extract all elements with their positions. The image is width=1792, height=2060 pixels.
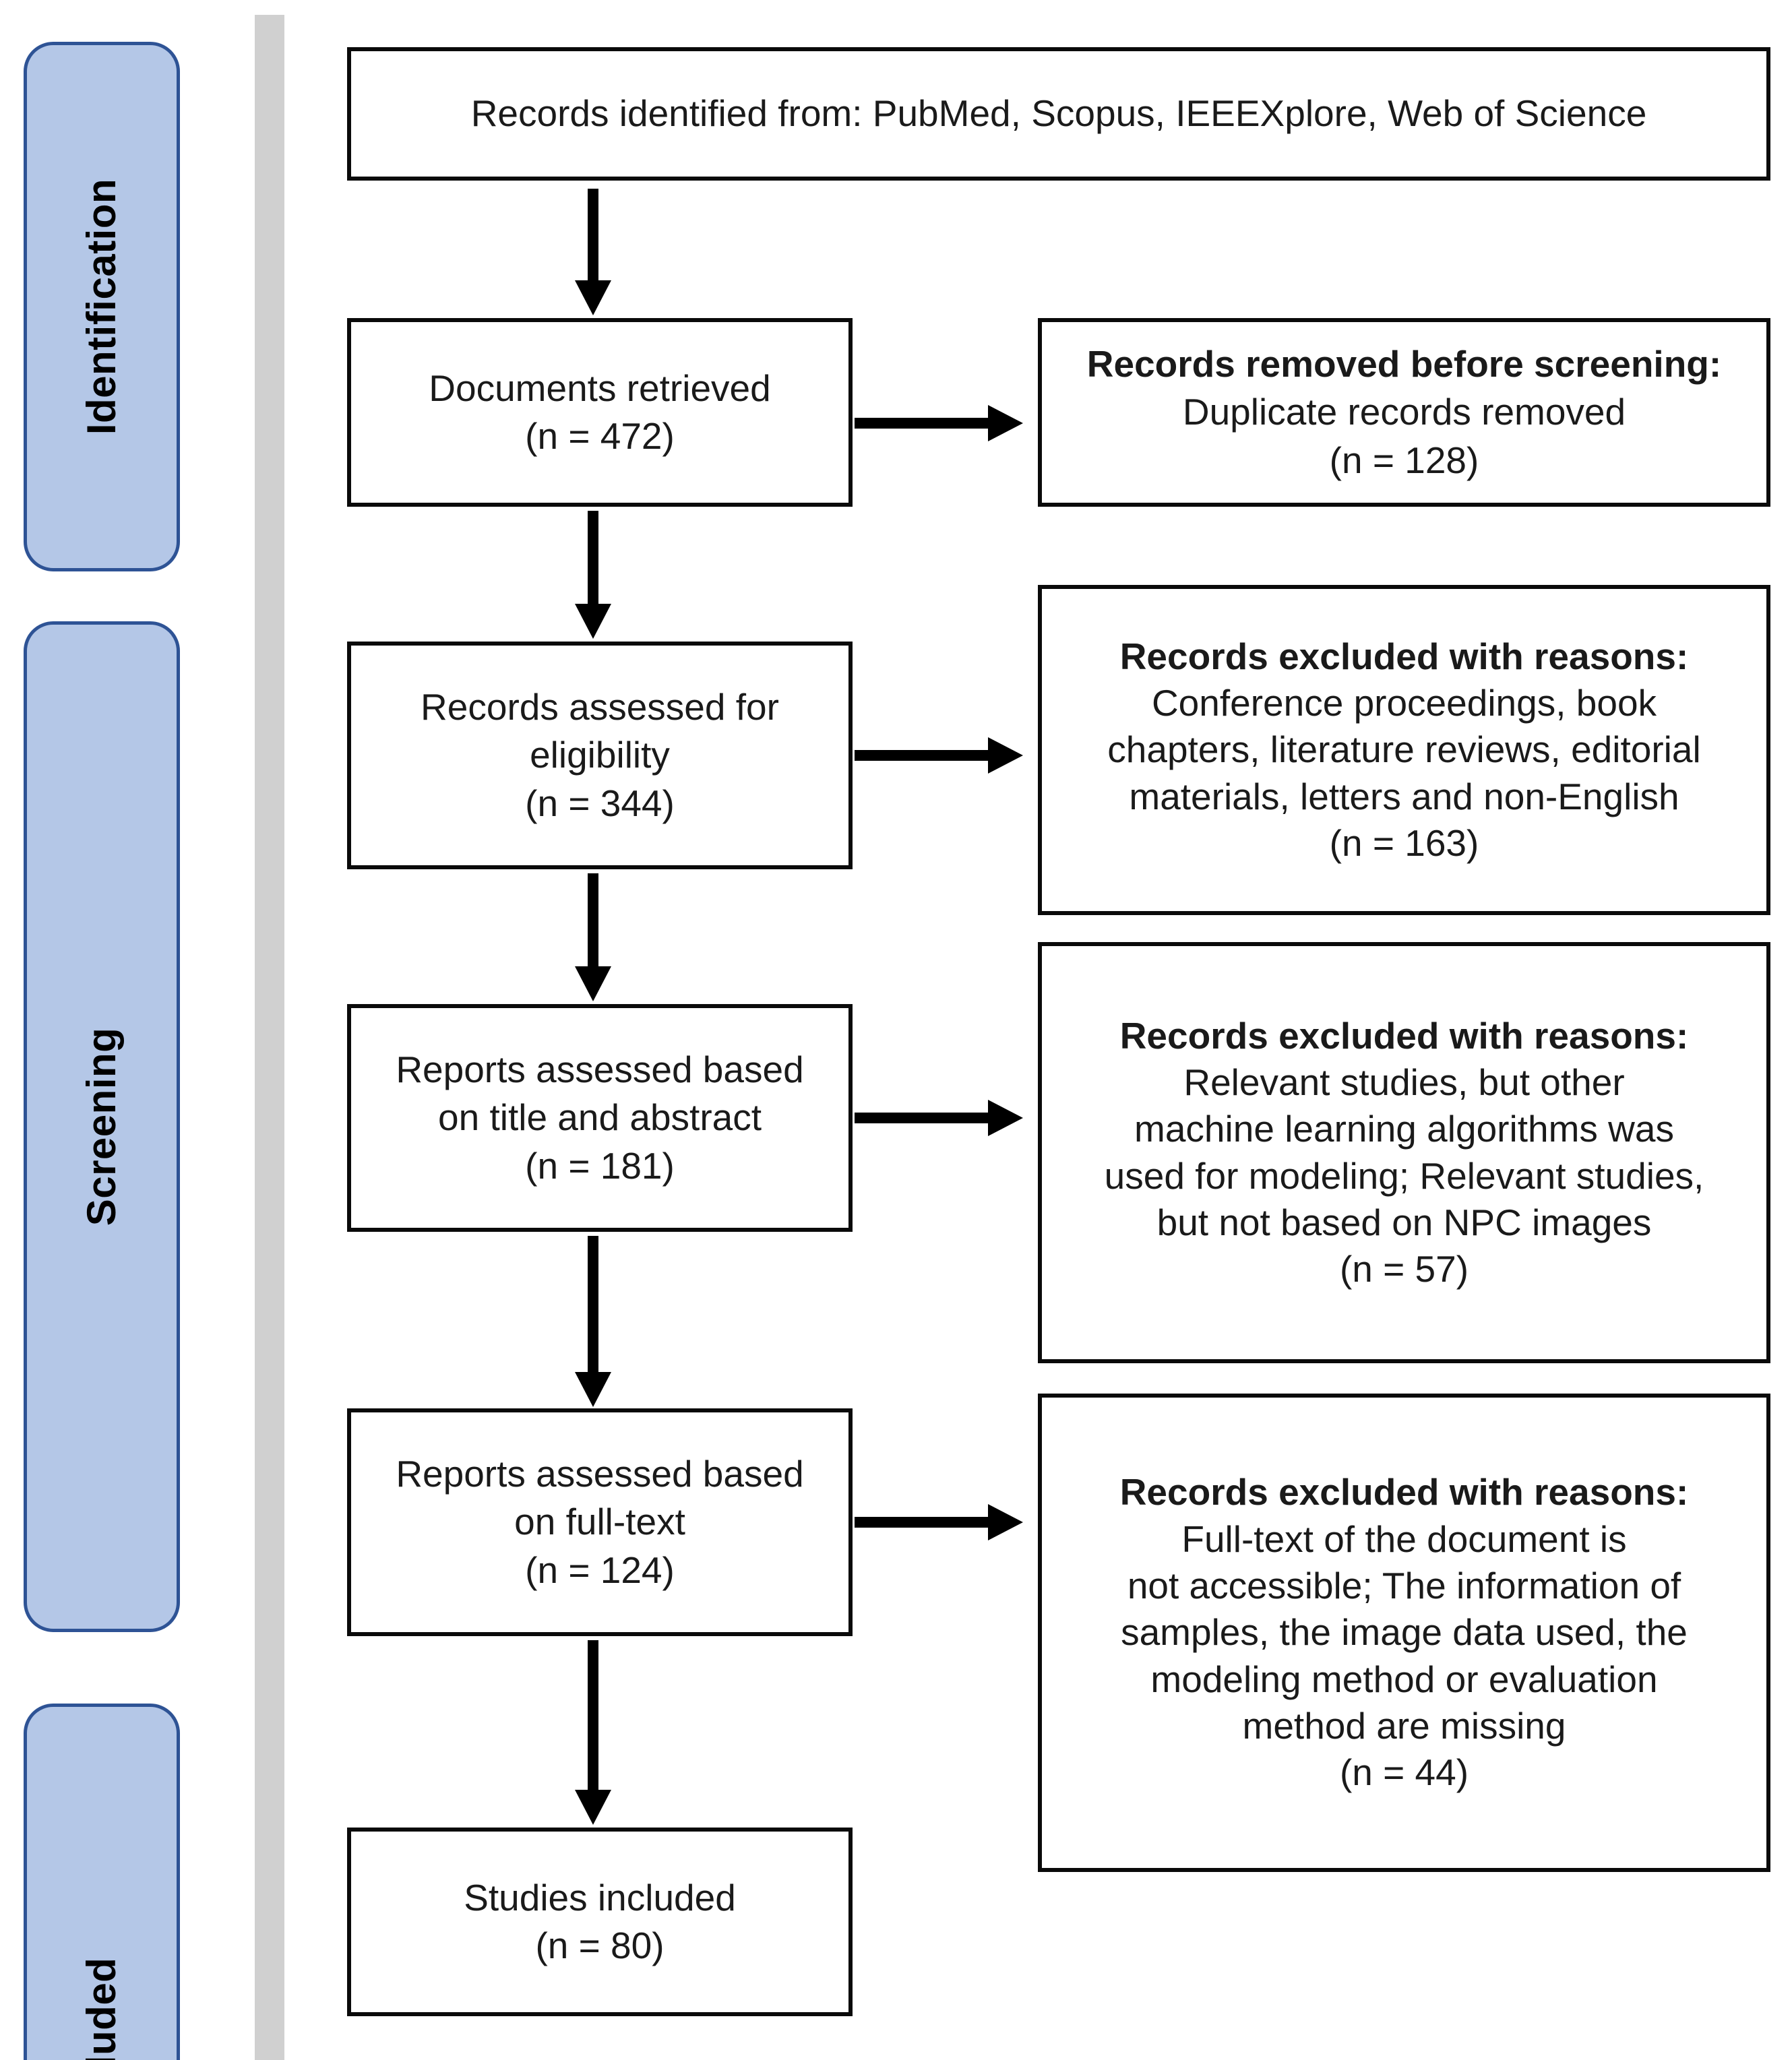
box-line-count: (n = 344) xyxy=(525,782,675,824)
box-records-excluded-title-abstract: Records excluded with reasons: Relevant … xyxy=(1038,942,1770,1363)
stage-spine-divider xyxy=(255,15,284,2060)
box-line: Conference proceedings, book xyxy=(1151,682,1657,724)
arrow-title-abstract-to-excluded xyxy=(855,1099,1023,1137)
box-line: machine learning algorithms was xyxy=(1134,1108,1674,1150)
box-line: modeling method or evaluation xyxy=(1150,1658,1658,1700)
box-line-heading: Records excluded with reasons: xyxy=(1119,1471,1689,1513)
box-line-heading: Records excluded with reasons: xyxy=(1119,1014,1689,1057)
box-line: Reports assessed based xyxy=(396,1048,804,1090)
box-line: on title and abstract xyxy=(437,1096,762,1139)
arrow-eligibility-to-title-abstract xyxy=(574,873,612,1001)
box-records-removed-before-screening: Records removed before screening: Duplic… xyxy=(1038,318,1770,507)
box-reports-assessed-title-abstract: Reports assessed based on title and abst… xyxy=(347,1004,853,1232)
stage-identification-label: Identification xyxy=(79,178,124,435)
box-records-assessed-eligibility: Records assessed for eligibility (n = 34… xyxy=(347,642,853,869)
box-line: Records assessed for xyxy=(421,685,779,728)
arrow-sources-to-retrieved xyxy=(574,189,612,315)
box-line: Full-text of the document is xyxy=(1181,1518,1627,1560)
box-line: Records identified from: PubMed, Scopus,… xyxy=(470,92,1647,135)
box-records-excluded-full-text: Records excluded with reasons: Full-text… xyxy=(1038,1394,1770,1872)
box-line: Studies included xyxy=(464,1876,736,1918)
box-line: method are missing xyxy=(1242,1704,1566,1747)
box-line: Documents retrieved xyxy=(429,367,771,409)
box-line: used for modeling; Relevant studies, xyxy=(1104,1154,1704,1197)
box-line-count: (n = 472) xyxy=(525,415,675,457)
arrow-eligibility-to-excluded xyxy=(855,737,1023,774)
box-records-excluded-eligibility: Records excluded with reasons: Conferenc… xyxy=(1038,585,1770,915)
arrow-title-abstract-to-full-text xyxy=(574,1236,612,1407)
stage-included-label: Included xyxy=(79,1957,124,2060)
box-line: samples, the image data used, the xyxy=(1121,1611,1688,1654)
box-reports-assessed-full-text: Reports assessed based on full-text (n =… xyxy=(347,1408,853,1636)
box-line: eligibility xyxy=(530,734,670,776)
box-line-count: (n = 124) xyxy=(525,1549,675,1591)
box-line-count: (n = 181) xyxy=(525,1144,675,1187)
arrow-retrieved-to-removed xyxy=(855,404,1023,442)
box-studies-included: Studies included (n = 80) xyxy=(347,1828,853,2016)
box-line-heading: Records excluded with reasons: xyxy=(1119,635,1689,677)
box-line: but not based on NPC images xyxy=(1156,1201,1652,1243)
box-line-count: (n = 128) xyxy=(1329,439,1479,481)
stage-screening: Screening xyxy=(24,621,180,1632)
stage-included: Included xyxy=(24,1704,180,2060)
box-line-count: (n = 57) xyxy=(1339,1248,1469,1290)
arrow-retrieved-to-eligibility xyxy=(574,511,612,639)
box-line: Relevant studies, but other xyxy=(1183,1061,1625,1103)
box-line-count: (n = 80) xyxy=(535,1925,665,1966)
arrow-full-text-to-included xyxy=(574,1640,612,1825)
box-line: Duplicate records removed xyxy=(1182,391,1626,433)
box-line-heading: Records removed before screening: xyxy=(1086,342,1722,385)
box-line: Reports assessed based xyxy=(396,1452,804,1495)
box-records-identified: Records identified from: PubMed, Scopus,… xyxy=(347,47,1770,181)
box-line: on full-text xyxy=(514,1501,685,1543)
box-documents-retrieved: Documents retrieved (n = 472) xyxy=(347,318,853,507)
box-line: chapters, literature reviews, editorial xyxy=(1107,728,1701,771)
arrow-full-text-to-excluded xyxy=(855,1503,1023,1541)
box-line: materials, letters and non-English xyxy=(1129,775,1679,817)
box-line: not accessible; The information of xyxy=(1127,1565,1681,1607)
stage-screening-label: Screening xyxy=(79,1027,124,1226)
stage-identification: Identification xyxy=(24,42,180,571)
box-line-count: (n = 163) xyxy=(1329,821,1479,864)
box-line-count: (n = 44) xyxy=(1339,1751,1469,1794)
